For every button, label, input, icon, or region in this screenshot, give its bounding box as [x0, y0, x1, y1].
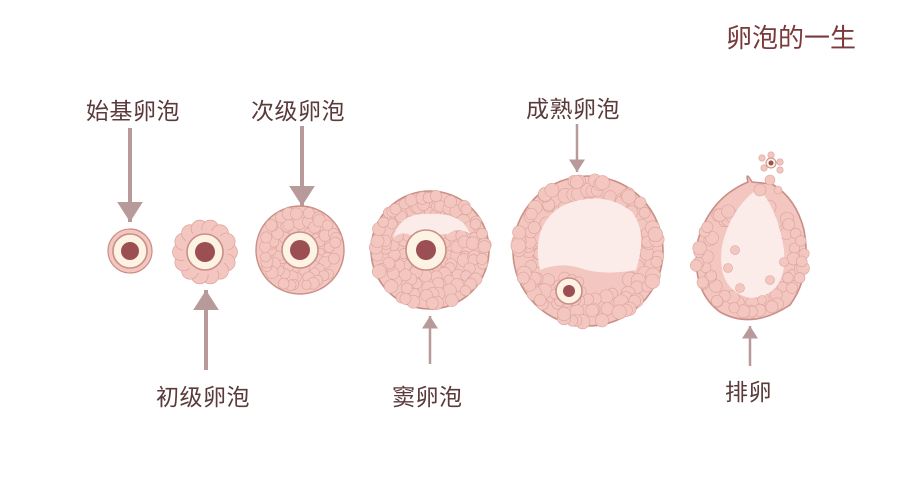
arrow-mature [569, 124, 585, 172]
follicle-secondary [255, 205, 345, 295]
label-secondary-follicle: 次级卵泡 [251, 99, 345, 125]
nucleus [195, 242, 215, 262]
follicle-group [107, 151, 810, 330]
arrow-primary [193, 290, 219, 370]
arrow-secondary [289, 126, 315, 206]
arrow-primordial [117, 128, 143, 222]
follicle-antral [368, 190, 492, 311]
label-primordial-follicle: 始基卵泡 [86, 99, 180, 125]
nucleus [563, 285, 575, 297]
follicle-primordial [107, 228, 153, 274]
label-ovulation: 排卵 [725, 380, 772, 406]
label-primary-follicle: 初级卵泡 [156, 385, 250, 411]
arrow-antral [422, 316, 438, 364]
arrow-group [117, 124, 758, 370]
antrum [393, 213, 470, 238]
nucleus [121, 242, 139, 260]
follicle-ovulation [690, 151, 810, 321]
arrow-ovulation [742, 326, 758, 366]
label-antral-follicle: 窦卵泡 [392, 385, 463, 411]
antrum [537, 198, 642, 273]
label-mature-follicle: 成熟卵泡 [526, 97, 620, 123]
nucleus [416, 240, 436, 260]
nucleus [290, 240, 310, 260]
diagram-title: 卵泡的一生 [726, 24, 857, 54]
follicle-mature [510, 173, 665, 330]
follicle-primary [172, 219, 238, 285]
released-oocyte [758, 151, 784, 174]
antrum [721, 190, 785, 298]
